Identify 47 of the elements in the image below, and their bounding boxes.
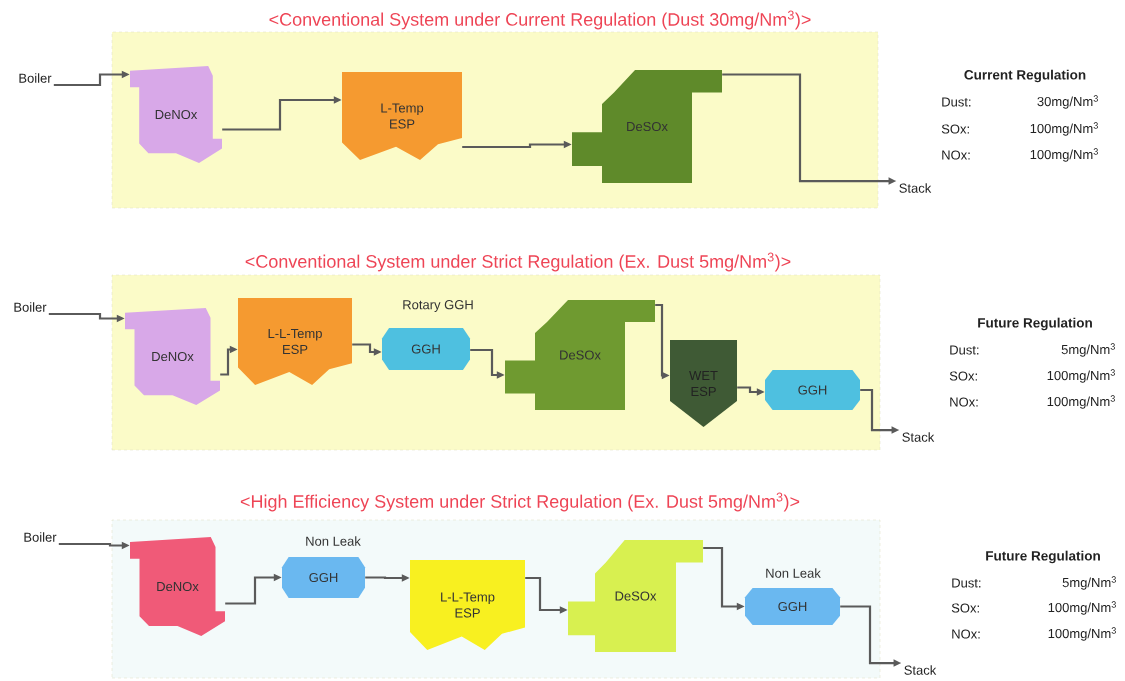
limit-value: 100mg/Nm$^{3}$ [1047, 369, 1115, 383]
limit-value: 100mg/Nm$^{3}$ [1030, 122, 1098, 136]
limit-value: 5mg/Nm$^{3}$ [1061, 343, 1115, 357]
table-heading: Future Regulation [978, 317, 1092, 331]
flow-end-label: Stack [904, 665, 937, 675]
table-heading: Current Regulation [964, 69, 1086, 83]
equipment-unit: WET ESP [670, 340, 737, 427]
pollutant-label: Dust: [942, 97, 971, 107]
pollutant-label: SOx: [941, 124, 969, 134]
flow-end-label: Stack [899, 183, 932, 193]
equipment-unit: L-L-Temp ESP [410, 560, 525, 650]
limit-value: 100mg/Nm$^{3}$ [1030, 148, 1098, 162]
heat-exchanger-unit: GGH [765, 370, 860, 410]
caption-label: Non Leak [306, 536, 361, 546]
heat-exchanger-unit: GGH [382, 328, 470, 370]
equipment-unit: DeNOx [125, 308, 220, 405]
flow-end-label: Boiler [24, 532, 57, 542]
flow-end-label: Boiler [14, 302, 47, 312]
equipment-unit: L-Temp ESP [342, 72, 462, 160]
equipment-unit: L-L-Temp ESP [238, 298, 352, 385]
limit-value: 5mg/Nm$^{3}$ [1062, 576, 1116, 590]
limit-value: 100mg/Nm$^{3}$ [1047, 395, 1115, 409]
section-title: <High Efficiency System under Strict Regulation (Ex. Dust 5mg/Nm$^{3}$)> [240, 492, 800, 512]
section-title: <Conventional System under Current Regulation (Dust 30mg/Nm$^{3}$)> [269, 10, 811, 30]
equipment-unit: DeNOx [130, 537, 225, 636]
equipment-unit: DeSOx [572, 70, 722, 183]
pollutant-label: SOx: [951, 603, 979, 613]
caption-label: Non Leak [766, 568, 821, 578]
flow-end-label: Boiler [19, 73, 52, 83]
limit-value: 100mg/Nm$^{3}$ [1048, 601, 1116, 615]
equipment-unit: DeSOx [568, 540, 703, 652]
pollutant-label: NOx: [950, 397, 978, 407]
pollutant-label: NOx: [952, 629, 980, 639]
pollutant-label: Dust: [952, 578, 981, 588]
limit-value: 100mg/Nm$^{3}$ [1048, 627, 1116, 641]
equipment-unit: DeNOx [130, 66, 222, 163]
pollutant-label: NOx: [942, 150, 970, 160]
limit-value: 30mg/Nm$^{3}$ [1037, 95, 1098, 109]
pollutant-label: Dust: [950, 345, 979, 355]
heat-exchanger-unit: GGH [745, 588, 840, 625]
table-heading: Future Regulation [986, 550, 1100, 564]
flow-end-label: Stack [902, 432, 935, 442]
pollutant-label: SOx: [949, 371, 977, 381]
caption-label: Rotary GGH [403, 300, 473, 312]
equipment-unit: DeSOx [505, 300, 655, 410]
heat-exchanger-unit: GGH [282, 557, 365, 598]
section-title: <Conventional System under Strict Regulation (Ex. Dust 5mg/Nm$^{3}$)> [245, 252, 791, 272]
